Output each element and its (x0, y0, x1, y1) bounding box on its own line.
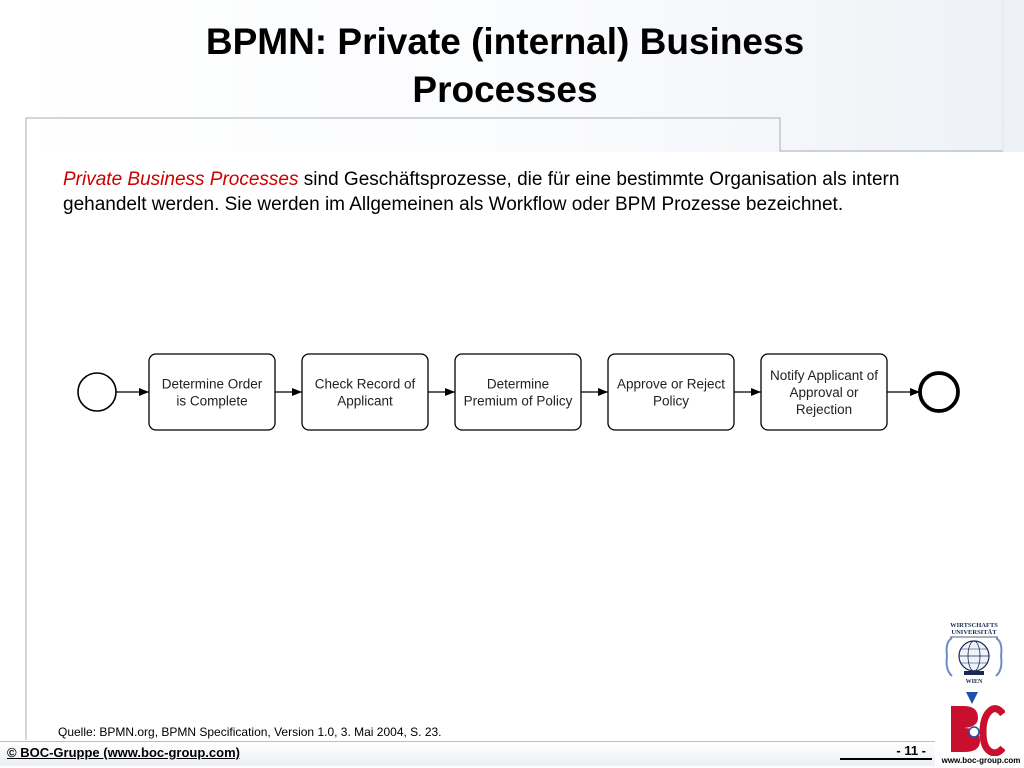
slide-title-line1: BPMN: Private (internal) Business (205, 21, 805, 62)
task-label: Premium of Policy (464, 394, 573, 409)
task-label: Approve or Reject (617, 377, 725, 392)
task-box (301, 353, 429, 431)
wu-logo-top-text: WIRTSCHAFTS (950, 622, 998, 629)
intro-paragraph: Private Business Processes sind Geschäft… (63, 167, 963, 217)
boc-url-text: www.boc-group.com (941, 756, 1021, 765)
task-5: Notify Applicant of Approval or Rejection (760, 353, 888, 431)
boc-triangle-mark (966, 692, 978, 704)
wu-university-logo: WIRTSCHAFTS UNIVERSITÄT WIEN (945, 622, 1003, 685)
task-label: Rejection (796, 402, 852, 417)
task-box (148, 353, 276, 431)
task-label: Policy (653, 394, 689, 409)
task-box (607, 353, 735, 431)
footer-bar (0, 741, 935, 766)
header-background (0, 0, 1024, 152)
task-box (760, 353, 888, 431)
task-label: Approval or (789, 385, 859, 400)
start-event (77, 372, 117, 412)
task-label: is Complete (176, 394, 247, 409)
slide-title: BPMN: Private (internal) Business Proces… (150, 18, 860, 114)
task-1: Determine Order is Complete (148, 353, 276, 431)
task-box (454, 353, 582, 431)
boc-logo (951, 692, 1005, 756)
task-label: Determine Order (162, 377, 263, 392)
bpmn-process-diagram: Determine Order is Complete Check Record o… (77, 353, 960, 431)
slide-title-line2: Processes (412, 69, 598, 110)
wu-logo-bottom-text: UNIVERSITÄT (951, 629, 997, 636)
task-label: Applicant (337, 394, 393, 409)
source-citation: Quelle: BPMN.org, BPMN Specification, Ve… (58, 725, 442, 739)
copyright-notice: © BOC-Gruppe (www.boc-group.com) (7, 745, 240, 760)
wu-logo-city-text: WIEN (966, 679, 983, 685)
task-2: Check Record of Applicant (301, 353, 429, 431)
intro-text: sind Geschäftsprozesse, die für eine bes… (63, 169, 900, 215)
task-label: Determine (487, 377, 549, 392)
task-label: Check Record of (315, 377, 416, 392)
page-number: - 11 - (840, 743, 932, 760)
end-event (918, 371, 960, 413)
intro-term: Private Business Processes (63, 169, 299, 190)
task-label: Notify Applicant of (770, 368, 878, 383)
task-group: Determine Order is Complete Check Record o… (148, 353, 888, 431)
